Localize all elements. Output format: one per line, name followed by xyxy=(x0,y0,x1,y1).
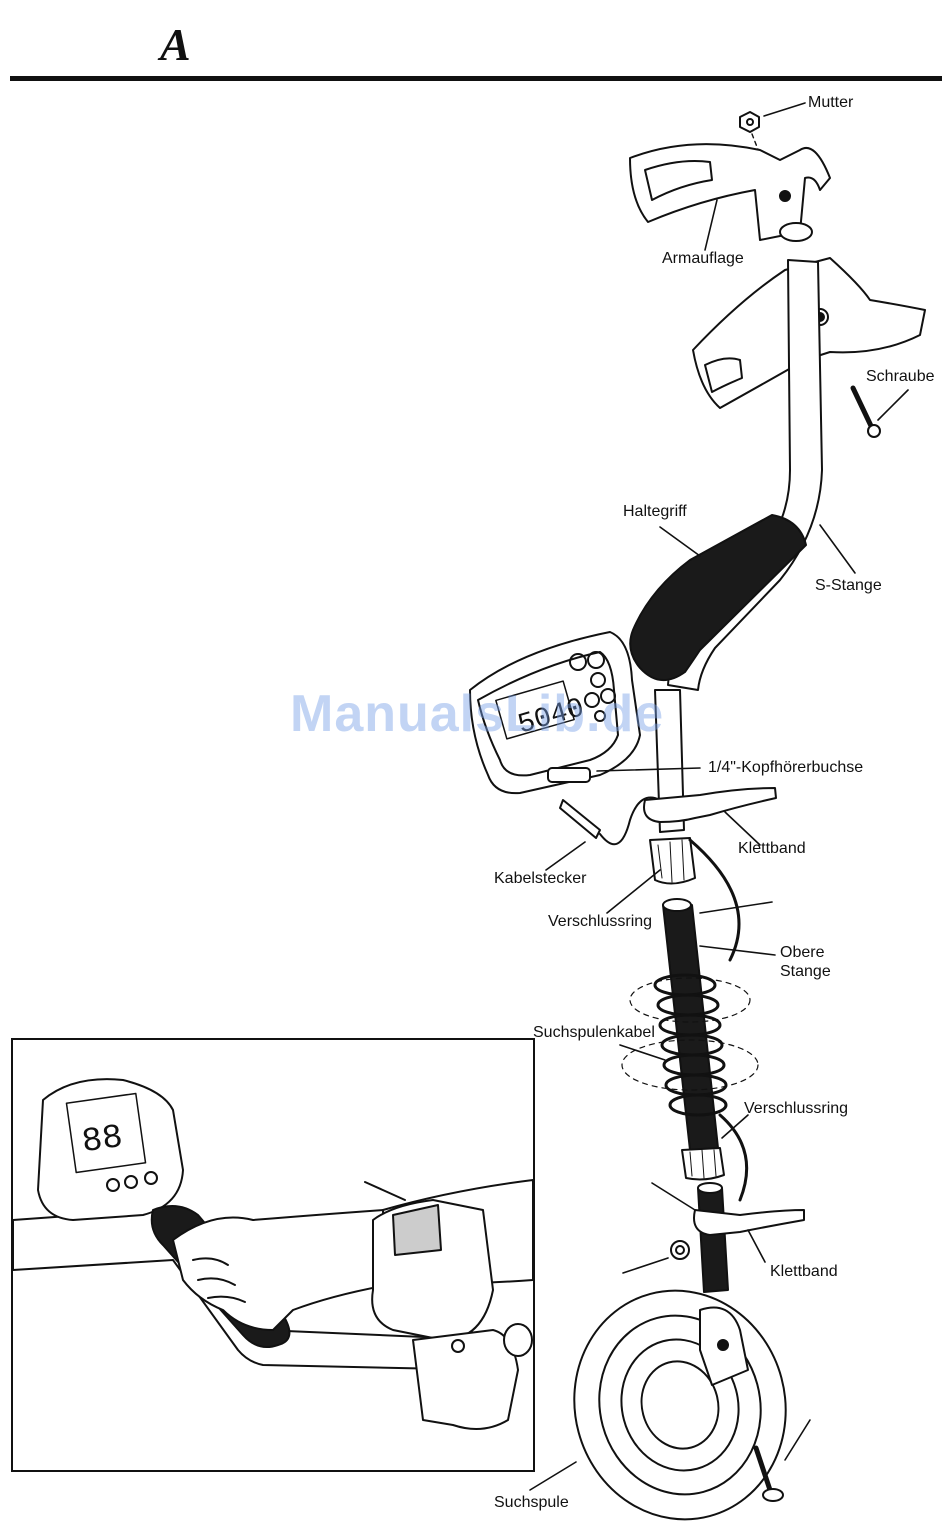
label-haltegriff: Haltegriff xyxy=(623,502,687,521)
label-verschlussring-bottom: Verschlussring xyxy=(744,1099,848,1118)
label-obere-stange-1: Obere xyxy=(780,943,824,962)
handle-grip-part xyxy=(630,515,806,680)
label-mutter: Mutter xyxy=(808,93,853,112)
knob-part xyxy=(671,1241,689,1259)
lower-stem-part xyxy=(698,1188,728,1292)
label-kopfhoererbuchse: 1/4"-Kopfhörerbuchse xyxy=(708,758,863,777)
label-klettband-top: Klettband xyxy=(738,839,806,858)
label-obere-stange-2: Stange xyxy=(780,962,831,981)
inset-hand xyxy=(173,1210,388,1330)
inset-drawing: 88 xyxy=(13,1040,533,1470)
label-suchspule: Suchspule xyxy=(494,1493,569,1512)
svg-text:88: 88 xyxy=(80,1119,126,1162)
watermark: ManualsLib.de xyxy=(290,684,664,744)
locking-ring-top xyxy=(650,838,695,884)
label-schraube: Schraube xyxy=(866,367,935,386)
label-kabelstecker: Kabelstecker xyxy=(494,869,587,888)
inset-hand-grip-illustration: 88 xyxy=(11,1038,535,1472)
label-suchspulenkabel: Suchspulenkabel xyxy=(533,1023,655,1042)
cable-plug-part xyxy=(560,800,600,838)
label-s-stange: S-Stange xyxy=(815,576,882,595)
screw-part xyxy=(853,388,872,428)
label-verschlussring-top: Verschlussring xyxy=(548,912,652,931)
nut-part xyxy=(740,112,759,132)
label-klettband-bottom: Klettband xyxy=(770,1262,838,1281)
label-armauflage: Armauflage xyxy=(662,249,744,268)
